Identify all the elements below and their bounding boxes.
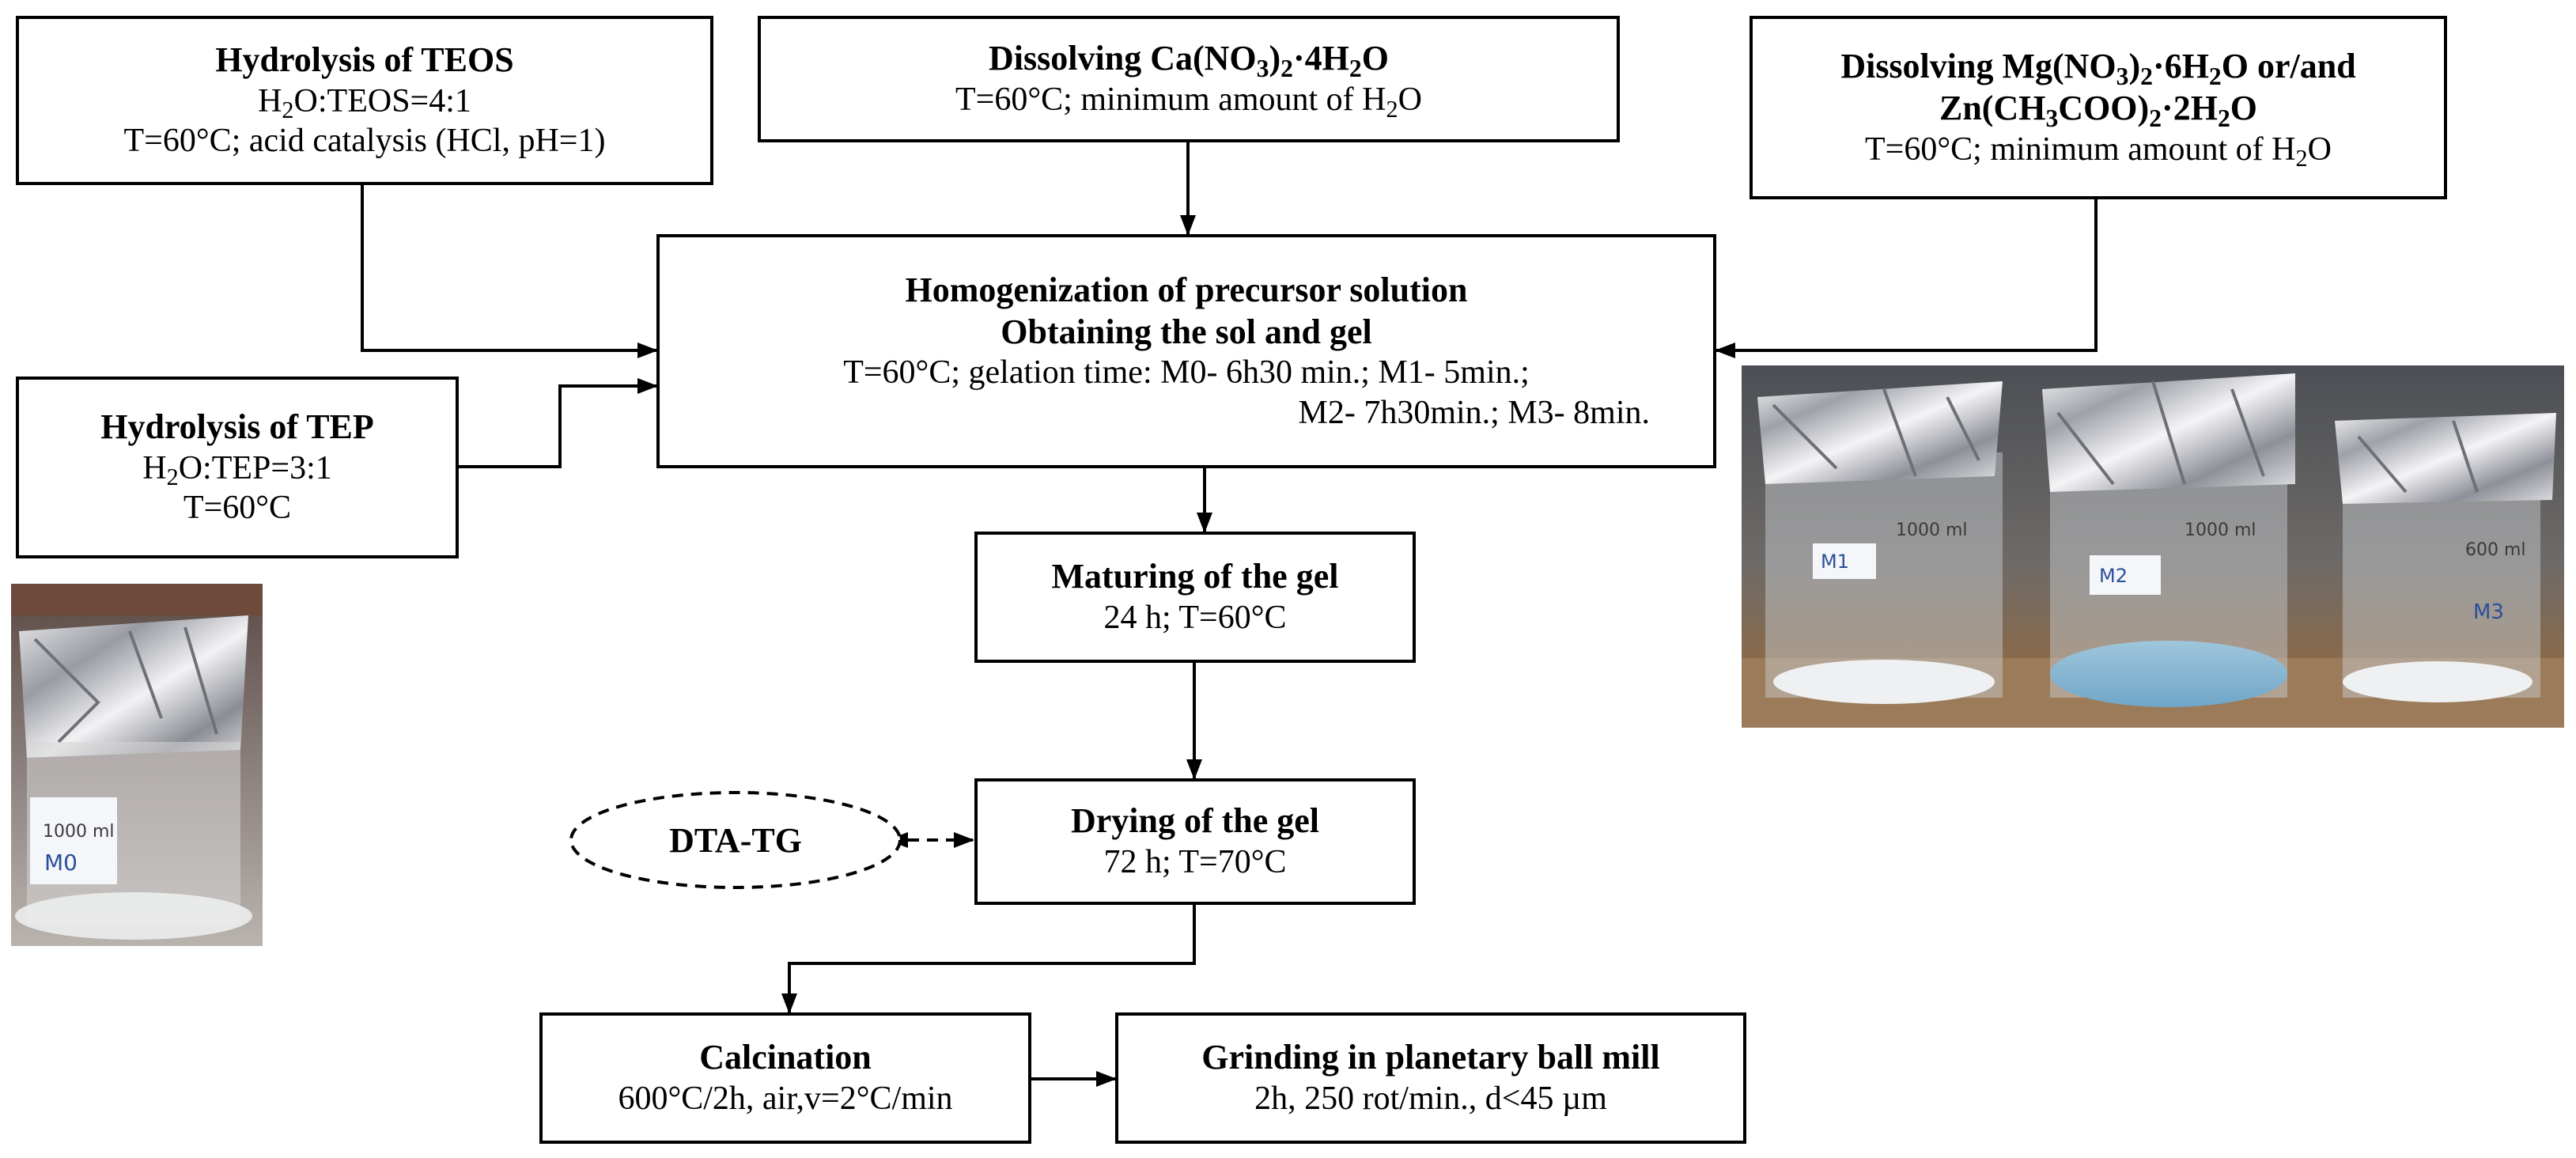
dta-tg-label: DTA-TG <box>669 820 802 860</box>
maturing-conditions: 24 h; T=60°C <box>1103 600 1287 637</box>
arrow-tep-homog <box>459 378 658 468</box>
teos-ratio: H2O:TEOS=4:1 <box>258 83 471 124</box>
homog-gelation-2: M2- 7h30min.; M3- 8min. <box>1298 394 1650 431</box>
teos-box: Hydrolysis of TEOS H2O:TEOS=4:1 T=60°C; … <box>16 16 713 185</box>
calcination-box: Calcination 600°C/2h, air,v=2°C/min <box>539 1012 1031 1144</box>
ca-conditions: T=60°C; minimum amount of H2O <box>955 81 1422 123</box>
homog-title-2: Obtaining the sol and gel <box>1001 312 1372 351</box>
drying-box: Drying of the gel 72 h; T=70°C <box>974 778 1416 905</box>
beaker-m3-volume: 600 ml <box>2465 540 2526 560</box>
grinding-title: Grinding in planetary ball mill <box>1201 1038 1660 1077</box>
beaker-m2-label: M2 <box>2099 565 2128 587</box>
homog-title-1: Homogenization of precursor solution <box>905 270 1468 309</box>
homog-gelation-1: T=60°C; gelation time: M0- 6h30 min.; M1… <box>843 354 1530 392</box>
dta-ellipse <box>569 791 902 889</box>
arrow-mg-homog <box>1715 199 2097 358</box>
beakers-photo-m1-m3: M1 1000 ml M2 1000 ml 600 ml M3 <box>1742 365 2564 728</box>
calcination-title: Calcination <box>699 1038 872 1077</box>
tep-conditions: T=60°C <box>183 490 292 527</box>
beaker-m1-label: M1 <box>1821 551 1849 573</box>
beakers-photo-m1-m3-image: M1 1000 ml M2 1000 ml 600 ml M3 <box>1742 365 2564 728</box>
grinding-box: Grinding in planetary ball mill 2h, 250 … <box>1115 1012 1746 1144</box>
calcination-conditions: 600°C/2h, air,v=2°C/min <box>618 1080 953 1118</box>
ca-box: Dissolving Ca(NO3)2·4H2O T=60°C; minimum… <box>758 16 1620 142</box>
beaker-m0-volume: 1000 ml <box>43 822 115 842</box>
maturing-title: Maturing of the gel <box>1051 557 1339 596</box>
maturing-box: Maturing of the gel 24 h; T=60°C <box>974 532 1416 663</box>
tep-title: Hydrolysis of TEP <box>100 407 374 447</box>
tep-ratio: H2O:TEP=3:1 <box>142 450 332 491</box>
arrow-drying-calcination <box>781 905 1196 1014</box>
drying-title: Drying of the gel <box>1070 801 1320 841</box>
beaker-photo-m0-image: 1000 ml M0 <box>11 584 263 946</box>
arrow-teos-homog <box>361 185 658 358</box>
beaker-m1-volume: 1000 ml <box>1896 520 1968 540</box>
drying-conditions: 72 h; T=70°C <box>1103 844 1287 881</box>
mg-title: Dissolving Mg(NO3)2·6H2O or/and <box>1840 47 2356 90</box>
beaker-m2-volume: 1000 ml <box>2184 520 2256 540</box>
mg-zn-box: Dissolving Mg(NO3)2·6H2O or/and Zn(CH3CO… <box>1749 16 2447 199</box>
ca-title: Dissolving Ca(NO3)2·4H2O <box>989 39 1389 83</box>
teos-title: Hydrolysis of TEOS <box>215 40 514 80</box>
teos-conditions: T=60°C; acid catalysis (HCl, pH=1) <box>123 123 606 160</box>
homogenization-box: Homogenization of precursor solution Obt… <box>656 234 1716 468</box>
beaker-m0-label: M0 <box>44 850 78 876</box>
zn-title: Zn(CH3COO)2·2H2O <box>1939 88 2258 132</box>
mg-conditions: T=60°C; minimum amount of H2O <box>1865 131 2332 172</box>
beaker-m3-label: M3 <box>2473 600 2504 624</box>
beaker-photo-m0: 1000 ml M0 <box>11 584 263 946</box>
grinding-conditions: 2h, 250 rot/min., d<45 µm <box>1254 1080 1607 1118</box>
tep-box: Hydrolysis of TEP H2O:TEP=3:1 T=60°C <box>16 377 459 558</box>
